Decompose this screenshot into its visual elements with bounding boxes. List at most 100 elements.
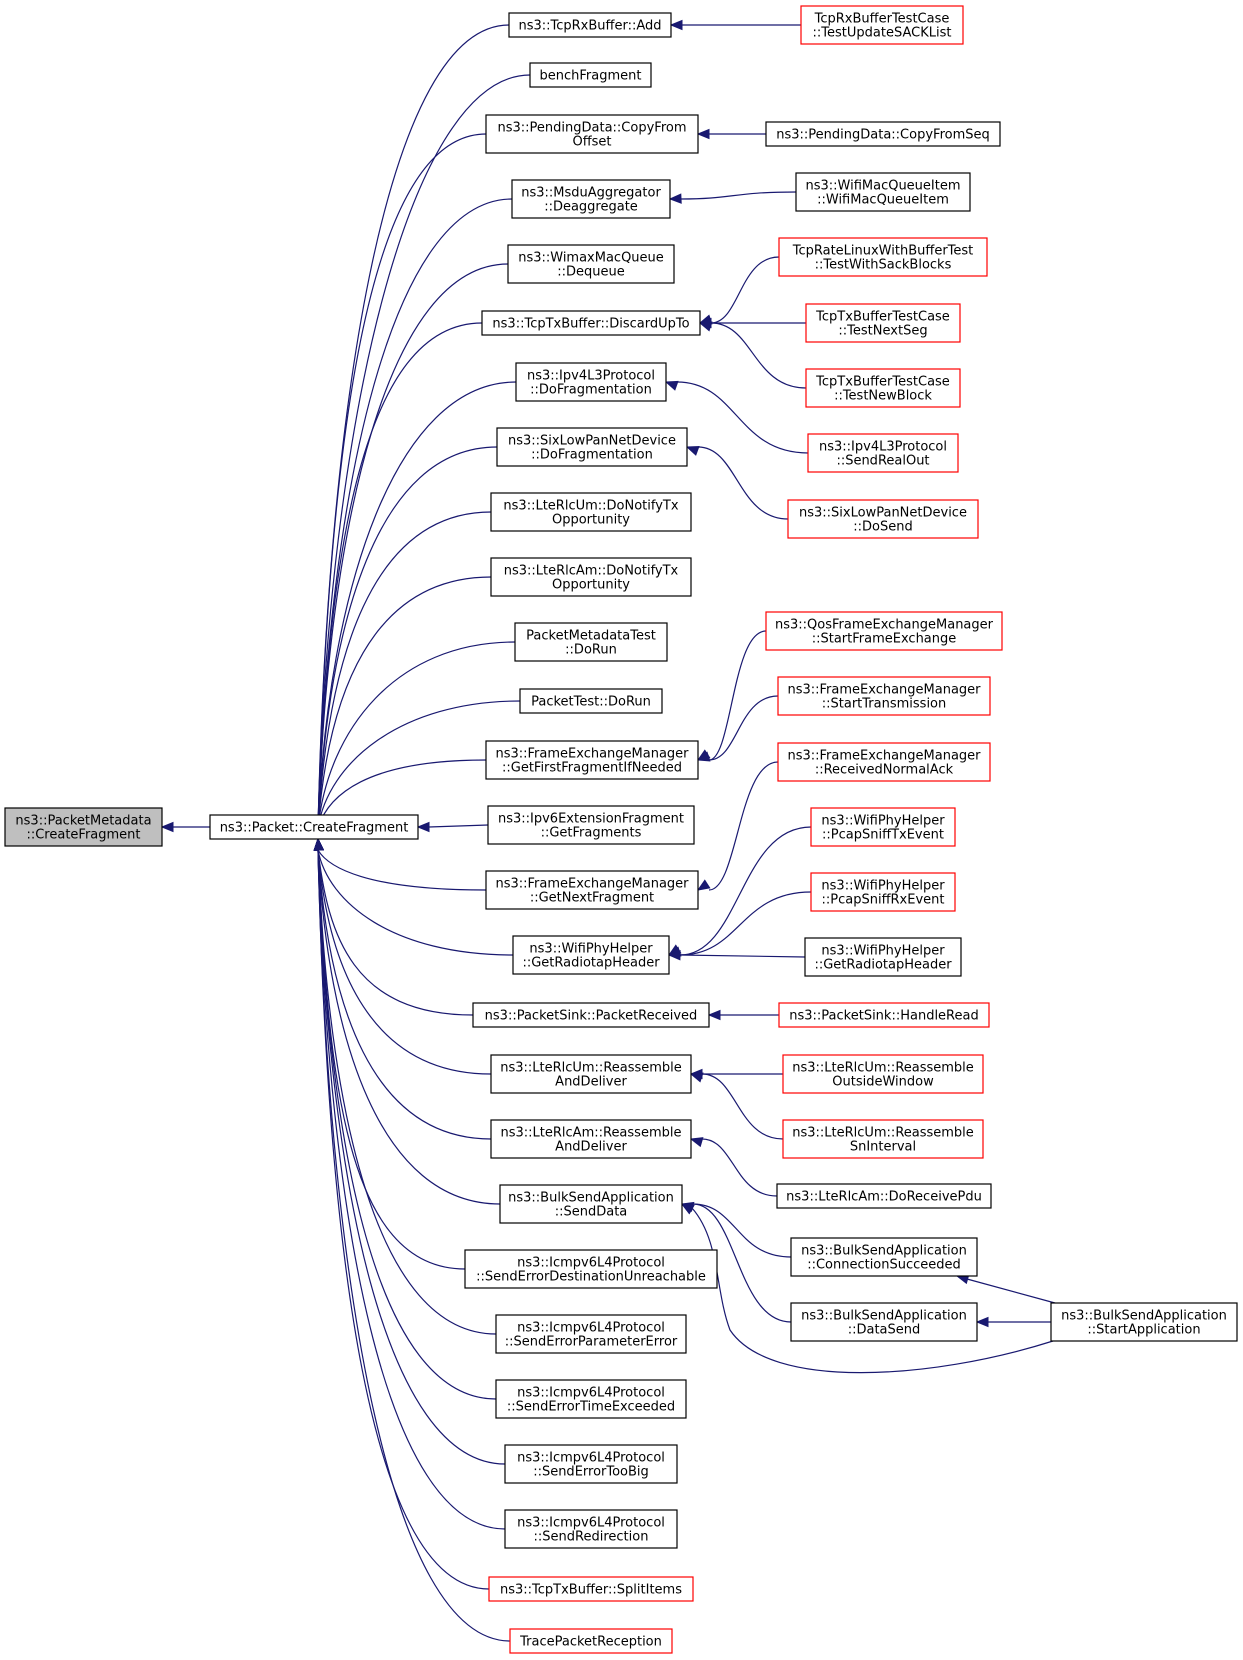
node-label-line: ns3::WifiPhyHelper — [821, 879, 945, 894]
node-am-recvpdu[interactable]: ns3::LteRlcAm::DoReceivePdu — [776, 1183, 992, 1209]
node-sink-read[interactable]: ns3::PacketSink::HandleRead — [778, 1002, 990, 1028]
edge-line — [317, 576, 492, 829]
node-rate-sack[interactable]: TcpRateLinuxWithBufferTest::TestWithSack… — [778, 237, 988, 277]
node-label-line: ns3::Ipv4L3Protocol — [819, 440, 947, 455]
edge-line — [317, 849, 497, 1335]
edge-line — [692, 1203, 792, 1258]
node-wifi-radiotap2[interactable]: ns3::WifiPhyHelper::GetRadiotapHeader — [804, 937, 962, 977]
node-fem-next[interactable]: ns3::FrameExchangeManager::GetNextFragme… — [485, 870, 699, 910]
node-ipv6ext[interactable]: ns3::Ipv6ExtensionFragment::GetFragments — [487, 805, 695, 845]
edge-ipv6ext-to-p_createfrag — [416, 821, 489, 833]
node-box — [514, 622, 668, 662]
node-p-createfrag[interactable]: ns3::Packet::CreateFragment — [209, 814, 419, 840]
node-tx-split[interactable]: ns3::TcpTxBuffer::SplitItems — [488, 1576, 694, 1602]
node-fem-recvack[interactable]: ns3::FrameExchangeManager::ReceivedNorma… — [777, 742, 991, 782]
node-label-line: ns3::PendingData::CopyFromSeq — [776, 128, 990, 143]
node-label-line: ::SendData — [555, 1205, 628, 1220]
node-box — [810, 807, 956, 847]
node-tx-nextseg[interactable]: TcpTxBufferTestCase::TestNextSeg — [805, 303, 961, 343]
edge-wifi_radiotap-to-p_createfrag — [313, 837, 514, 956]
node-wimax[interactable]: ns3::WimaxMacQueue::Dequeue — [507, 244, 675, 284]
node-wifi-sniff-tx[interactable]: ns3::WifiPhyHelper::PcapSniffTxEvent — [810, 807, 956, 847]
edge-line — [708, 695, 779, 761]
edge-am_notify-to-p_createfrag — [313, 576, 492, 841]
edge-bulk_start-to-bulk_conn — [955, 1274, 1056, 1304]
node-bench[interactable]: benchFragment — [529, 62, 652, 88]
node-label-line: ::GetFirstFragmentIfNeeded — [502, 761, 682, 776]
node-label-line: ns3::LteRlcUm::Reassemble — [792, 1061, 974, 1076]
node-label-line: ::DoFragmentation — [531, 448, 653, 463]
node-pm-createfrag[interactable]: ns3::PacketMetadata::CreateFragment — [4, 807, 163, 847]
node-rx-add[interactable]: ns3::TcpRxBuffer::Add — [508, 12, 672, 38]
edge-line — [691, 1207, 1054, 1374]
node-rx-test[interactable]: TcpRxBufferTestCase::TestUpdateSACKList — [800, 5, 964, 45]
edge-line — [680, 191, 797, 200]
node-wifi-radiotap[interactable]: ns3::WifiPhyHelper::GetRadiotapHeader — [512, 935, 670, 975]
node-label-line: ns3::WifiPhyHelper — [529, 942, 653, 957]
arrowhead-icon — [160, 821, 174, 833]
node-trace-recv[interactable]: TracePacketReception — [509, 1628, 673, 1654]
node-box — [490, 492, 692, 532]
arrowhead-icon — [313, 837, 324, 851]
node-tx-newblock[interactable]: TcpTxBufferTestCase::TestNewBlock — [805, 368, 961, 408]
node-label-line: ::StartFrameExchange — [812, 632, 957, 647]
node-qos-start[interactable]: ns3::QosFrameExchangeManager::StartFrame… — [765, 611, 1003, 651]
node-label-line: ns3::WimaxMacQueue — [518, 251, 664, 266]
edge-icmp_dest-to-p_createfrag — [313, 837, 466, 1270]
node-sink-recv[interactable]: ns3::PacketSink::PacketReceived — [472, 1002, 710, 1028]
edge-line — [317, 849, 501, 1205]
node-box — [777, 742, 991, 782]
node-bulk-datasend[interactable]: ns3::BulkSendApplication::DataSend — [790, 1302, 978, 1342]
node-box — [495, 1379, 687, 1419]
node-pd-seq[interactable]: ns3::PendingData::CopyFromSeq — [765, 121, 1001, 147]
edge-line — [317, 849, 474, 1016]
node-msdu[interactable]: ns3::MsduAggregator::Deaggregate — [511, 179, 671, 219]
node-six-dosend[interactable]: ns3::SixLowPanNetDevice::DoSend — [787, 499, 979, 539]
node-six-dofrag[interactable]: ns3::SixLowPanNetDevice::DoFragmentation — [496, 427, 688, 467]
node-label-line: ::SendRedirection — [534, 1530, 649, 1545]
node-bulk-start[interactable]: ns3::BulkSendApplication::StartApplicati… — [1050, 1302, 1238, 1342]
node-label-line: ns3::LteRlcUm::Reassemble — [500, 1061, 682, 1076]
node-bulk-conn[interactable]: ns3::BulkSendApplication::ConnectionSucc… — [790, 1237, 978, 1277]
node-wmq-item[interactable]: ns3::WifiMacQueueItem::WifiMacQueueItem — [795, 172, 971, 212]
arrowhead-icon — [696, 879, 711, 891]
arrowhead-icon — [685, 445, 700, 456]
node-box — [787, 499, 979, 539]
node-pmtest[interactable]: PacketMetadataTest::DoRun — [514, 622, 668, 662]
node-bulk-send[interactable]: ns3::BulkSendApplication::SendData — [499, 1184, 683, 1224]
node-label-line: ns3::SixLowPanNetDevice — [508, 434, 676, 449]
node-box — [485, 870, 699, 910]
arrowhead-icon — [696, 128, 710, 140]
edge-line — [710, 322, 807, 389]
node-wifi-sniff-rx[interactable]: ns3::WifiPhyHelper::PcapSniffRxEvent — [810, 872, 956, 912]
node-icmp-dest[interactable]: ns3::Icmpv6L4Protocol::SendErrorDestinat… — [464, 1249, 718, 1289]
node-box — [490, 557, 692, 597]
node-box — [481, 310, 701, 336]
node-ipv4-sendreal[interactable]: ns3::Ipv4L3Protocol::SendRealOut — [807, 433, 959, 473]
node-icmp-time[interactable]: ns3::Icmpv6L4Protocol::SendErrorTimeExce… — [495, 1379, 687, 1419]
node-fem-first[interactable]: ns3::FrameExchangeManager::GetFirstFragm… — [485, 740, 699, 780]
node-tx-discard[interactable]: ns3::TcpTxBuffer::DiscardUpTo — [481, 310, 701, 336]
node-label-line: ::CreateFragment — [26, 828, 140, 843]
node-label-line: ns3::Packet::CreateFragment — [220, 821, 409, 836]
node-ipv4-dofrag[interactable]: ns3::Ipv4L3Protocol::DoFragmentation — [515, 362, 667, 402]
node-fem-starttx[interactable]: ns3::FrameExchangeManager::StartTransmis… — [777, 676, 991, 716]
edge-line — [317, 849, 487, 891]
node-icmp-big[interactable]: ns3::Icmpv6L4Protocol::SendErrorTooBig — [504, 1444, 678, 1484]
node-label-line: AndDeliver — [555, 1075, 627, 1090]
node-icmp-param[interactable]: ns3::Icmpv6L4Protocol::SendErrorParamete… — [495, 1314, 687, 1354]
node-box — [508, 12, 672, 38]
node-ptest[interactable]: PacketTest::DoRun — [519, 688, 663, 714]
node-box — [529, 62, 652, 88]
arrowhead-icon — [689, 1137, 704, 1148]
arrowhead-icon — [696, 751, 711, 762]
node-icmp-redir[interactable]: ns3::Icmpv6L4Protocol::SendRedirection — [504, 1509, 678, 1549]
edge-line — [317, 198, 513, 829]
